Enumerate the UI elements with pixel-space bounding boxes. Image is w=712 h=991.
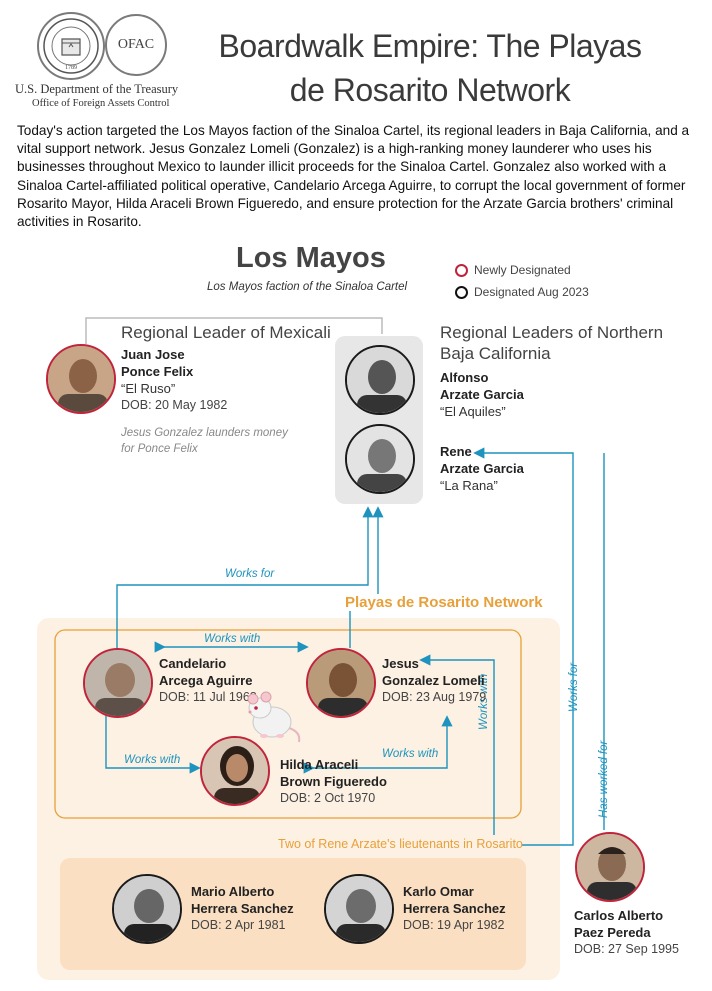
legend-newly-designated: Newly Designated [455, 263, 571, 277]
northern-heading-2: Baja California [440, 343, 663, 364]
rene-name-1: Rene [440, 443, 524, 460]
legend-new-label: Newly Designated [474, 263, 571, 277]
ponce-felix-photo [46, 344, 116, 414]
karlo-dob: DOB: 19 Apr 1982 [403, 917, 506, 934]
hilda-dob: DOB: 2 Oct 1970 [280, 790, 387, 807]
jesus-photo [306, 648, 376, 718]
ponce-felix-note-1: Jesus Gonzalez launders money [121, 425, 288, 441]
black-ring-icon [455, 286, 468, 299]
hilda-photo [200, 736, 270, 806]
candelario-name-1: Candelario [159, 655, 257, 672]
label-has-worked-for: Has worked for [598, 741, 610, 818]
karlo-info: Karlo Omar Herrera Sanchez DOB: 19 Apr 1… [403, 883, 506, 934]
legend-designated-aug-2023: Designated Aug 2023 [455, 285, 589, 299]
alfonso-name-1: Alfonso [440, 369, 524, 386]
rene-alias: “La Rana” [440, 477, 524, 494]
jesus-dob: DOB: 23 Aug 1979 [382, 689, 486, 706]
rene-photo [345, 424, 415, 494]
label-works-with-candelario-hilda: Works with [124, 754, 180, 766]
label-works-with-hilda-jesus: Works with [382, 748, 438, 760]
rene-name-2: Arzate Garcia [440, 460, 524, 477]
label-works-for-vertical: Works for [568, 663, 580, 712]
carlos-name-2: Paez Pereda [574, 924, 679, 941]
carlos-photo [575, 832, 645, 902]
northern-heading-1: Regional Leaders of Northern [440, 322, 663, 343]
label-works-for-top: Works for [225, 568, 274, 580]
mario-name-2: Herrera Sanchez [191, 900, 294, 917]
hilda-info: Hilda Araceli Brown Figueredo DOB: 2 Oct… [280, 756, 387, 807]
rat-icon [242, 688, 304, 746]
alfonso-photo [345, 345, 415, 415]
jesus-info: Jesus Gonzalez Lomeli DOB: 23 Aug 1979 [382, 655, 486, 706]
mexicali-heading: Regional Leader of Mexicali [121, 322, 331, 343]
mario-photo [112, 874, 182, 944]
network-title: Playas de Rosarito Network [341, 594, 547, 611]
los-mayos-title: Los Mayos [236, 242, 386, 275]
hilda-name-1: Hilda Araceli [280, 756, 387, 773]
alfonso-name-2: Arzate Garcia [440, 386, 524, 403]
jesus-name-1: Jesus [382, 655, 486, 672]
candelario-name-2: Arcega Aguirre [159, 672, 257, 689]
ponce-felix-note-2: for Ponce Felix [121, 441, 288, 457]
karlo-name-1: Karlo Omar [403, 883, 506, 900]
ponce-felix-name-2: Ponce Felix [121, 363, 227, 380]
lieutenants-caption: Two of Rene Arzate's lieutenants in Rosa… [278, 837, 523, 851]
jesus-name-2: Gonzalez Lomeli [382, 672, 486, 689]
ponce-felix-alias: “El Ruso” [121, 380, 227, 397]
northern-heading: Regional Leaders of Northern Baja Califo… [440, 322, 663, 364]
candelario-photo [83, 648, 153, 718]
legend-prior-label: Designated Aug 2023 [474, 285, 589, 299]
alfonso-info: Alfonso Arzate Garcia “El Aquiles” [440, 369, 524, 420]
rene-info: Rene Arzate Garcia “La Rana” [440, 443, 524, 494]
mario-info: Mario Alberto Herrera Sanchez DOB: 2 Apr… [191, 883, 294, 934]
label-works-with-candelario-jesus: Works with [204, 633, 260, 645]
ponce-felix-dob: DOB: 20 May 1982 [121, 397, 227, 414]
mario-name-1: Mario Alberto [191, 883, 294, 900]
alfonso-alias: “El Aquiles” [440, 403, 524, 420]
mario-dob: DOB: 2 Apr 1981 [191, 917, 294, 934]
ponce-felix-name-1: Juan Jose [121, 346, 227, 363]
hilda-name-2: Brown Figueredo [280, 773, 387, 790]
red-ring-icon [455, 264, 468, 277]
karlo-name-2: Herrera Sanchez [403, 900, 506, 917]
ponce-felix-info: Juan Jose Ponce Felix “El Ruso” DOB: 20 … [121, 346, 227, 414]
los-mayos-subtitle: Los Mayos faction of the Sinaloa Cartel [207, 281, 407, 293]
ponce-felix-note: Jesus Gonzalez launders money for Ponce … [121, 425, 288, 457]
carlos-dob: DOB: 27 Sep 1995 [574, 941, 679, 958]
karlo-photo [324, 874, 394, 944]
carlos-name-1: Carlos Alberto [574, 907, 679, 924]
carlos-info: Carlos Alberto Paez Pereda DOB: 27 Sep 1… [574, 907, 679, 958]
